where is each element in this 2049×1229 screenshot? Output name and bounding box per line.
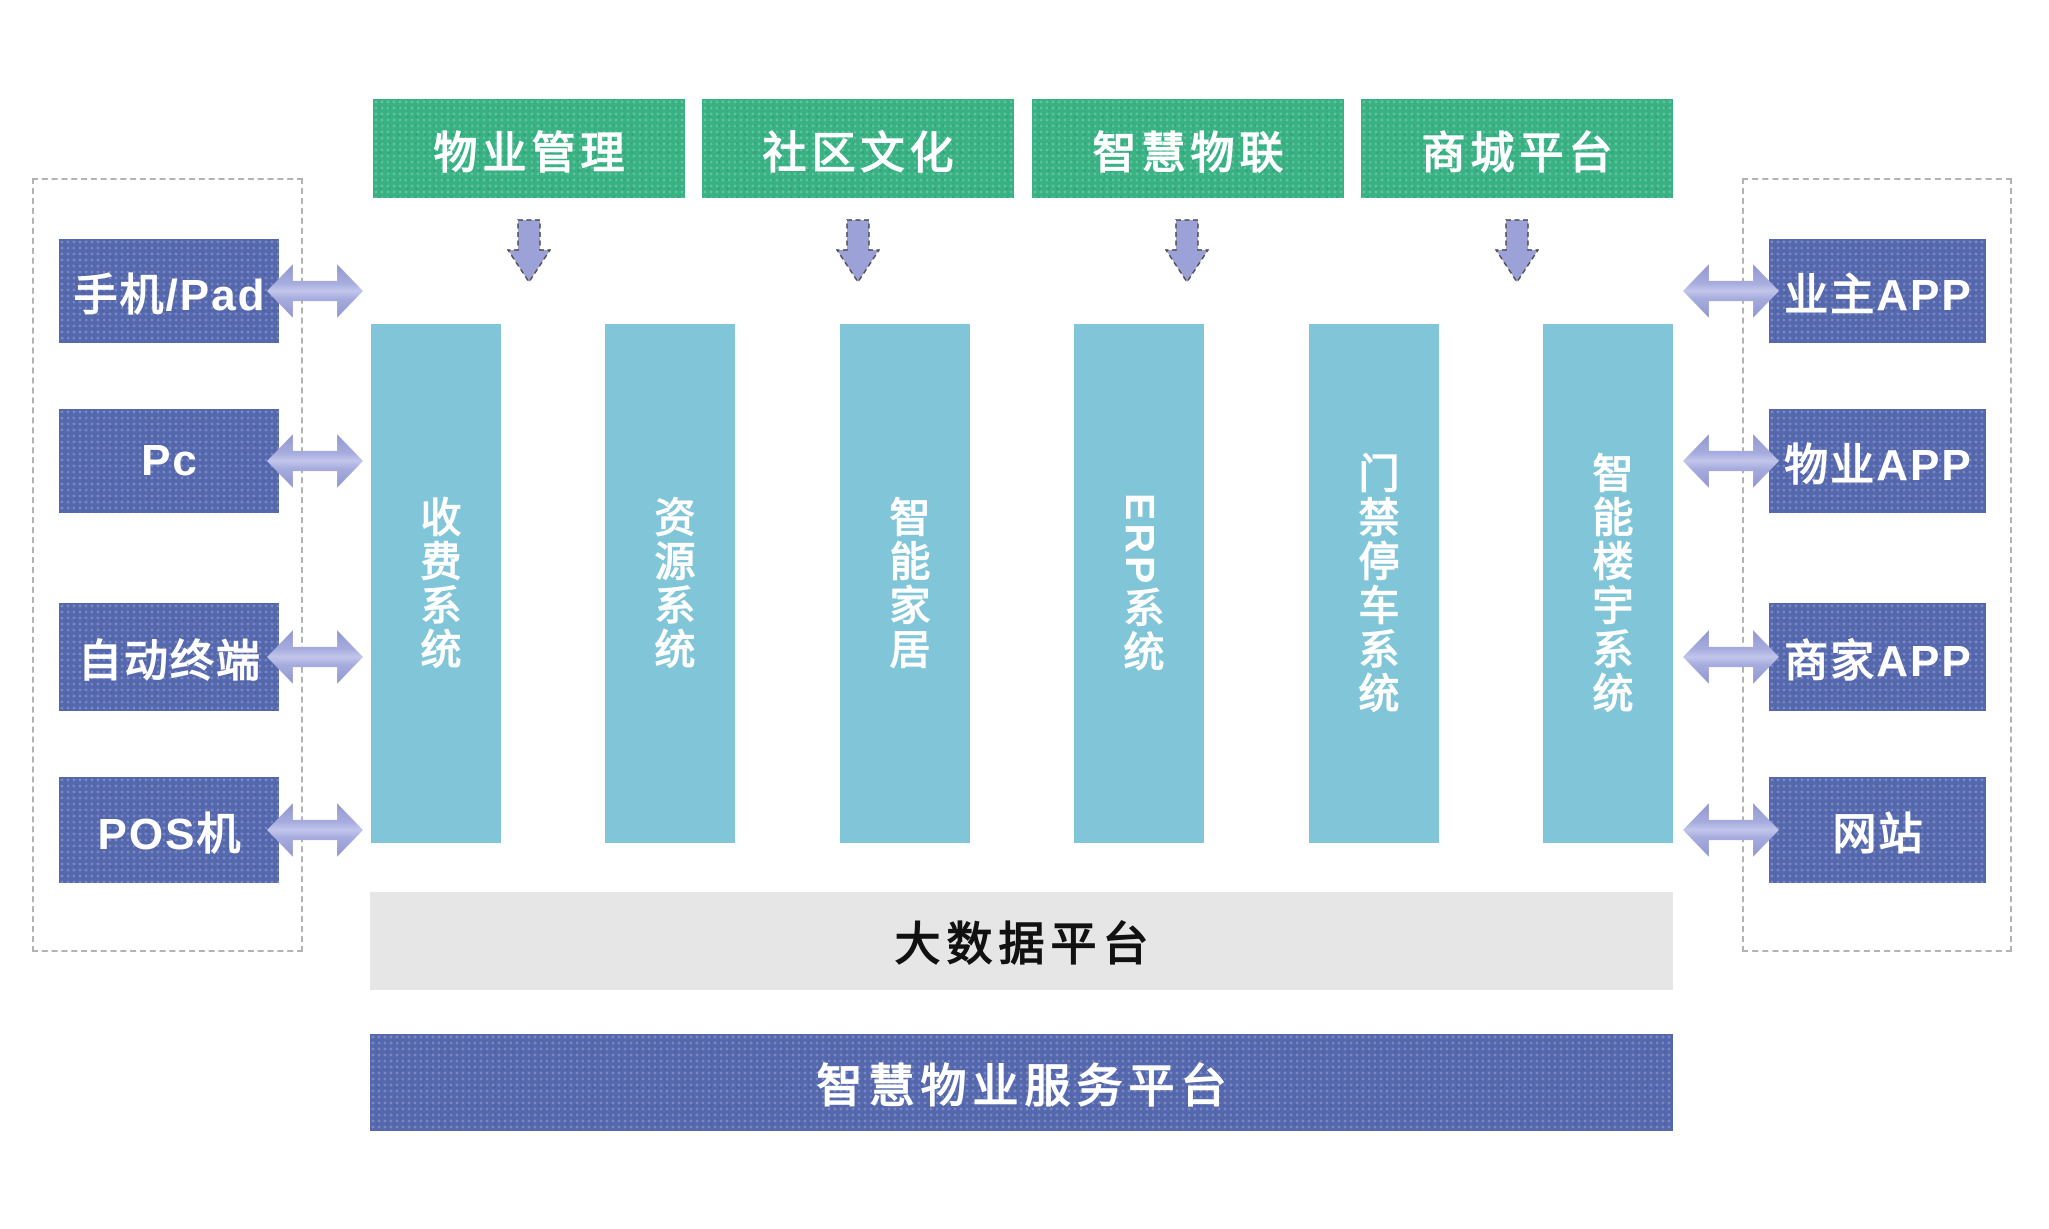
down-flow-arrow-icon — [507, 219, 551, 284]
app-box-owner-app: 业主APP — [1769, 239, 1986, 343]
big-data-platform-bar: 大数据平台 — [370, 892, 1673, 990]
down-flow-arrow-icon — [836, 219, 880, 284]
apps-panel — [1742, 178, 2012, 952]
system-column-resource: 资源系统 — [605, 324, 735, 843]
module-box-mall-platform: 商城平台 — [1361, 99, 1673, 198]
system-column-erp: ERP系统 — [1074, 324, 1204, 843]
device-box-pos: POS机 — [59, 777, 279, 883]
system-column-label: 智能家居 — [882, 495, 929, 672]
down-flow-arrow-icon — [1495, 219, 1539, 284]
module-box-smart-iot: 智慧物联 — [1032, 99, 1344, 198]
system-column-smart-home: 智能家居 — [840, 324, 970, 843]
device-box-self-terminal: 自动终端 — [59, 603, 279, 711]
system-column-access-parking: 门禁停车系统 — [1309, 324, 1439, 843]
system-column-smart-building: 智能楼宇系统 — [1543, 324, 1673, 843]
app-box-property-app: 物业APP — [1769, 409, 1986, 513]
devices-panel — [32, 178, 303, 952]
device-box-mobile-pad: 手机/Pad — [59, 239, 279, 343]
module-box-property-management: 物业管理 — [373, 99, 685, 198]
system-column-label: 收费系统 — [413, 495, 460, 672]
system-column-label: 门禁停车系统 — [1351, 451, 1398, 716]
system-column-charging: 收费系统 — [371, 324, 501, 843]
app-box-merchant-app: 商家APP — [1769, 603, 1986, 711]
device-box-pc: Pc — [59, 409, 279, 513]
service-platform-bar: 智慧物业服务平台 — [370, 1034, 1673, 1131]
system-column-label: 智能楼宇系统 — [1585, 451, 1632, 716]
module-box-community-culture: 社区文化 — [702, 99, 1014, 198]
down-flow-arrow-icon — [1165, 219, 1209, 284]
system-column-label: 资源系统 — [647, 495, 694, 672]
app-box-website: 网站 — [1769, 777, 1986, 883]
system-column-label: ERP系统 — [1116, 492, 1163, 675]
